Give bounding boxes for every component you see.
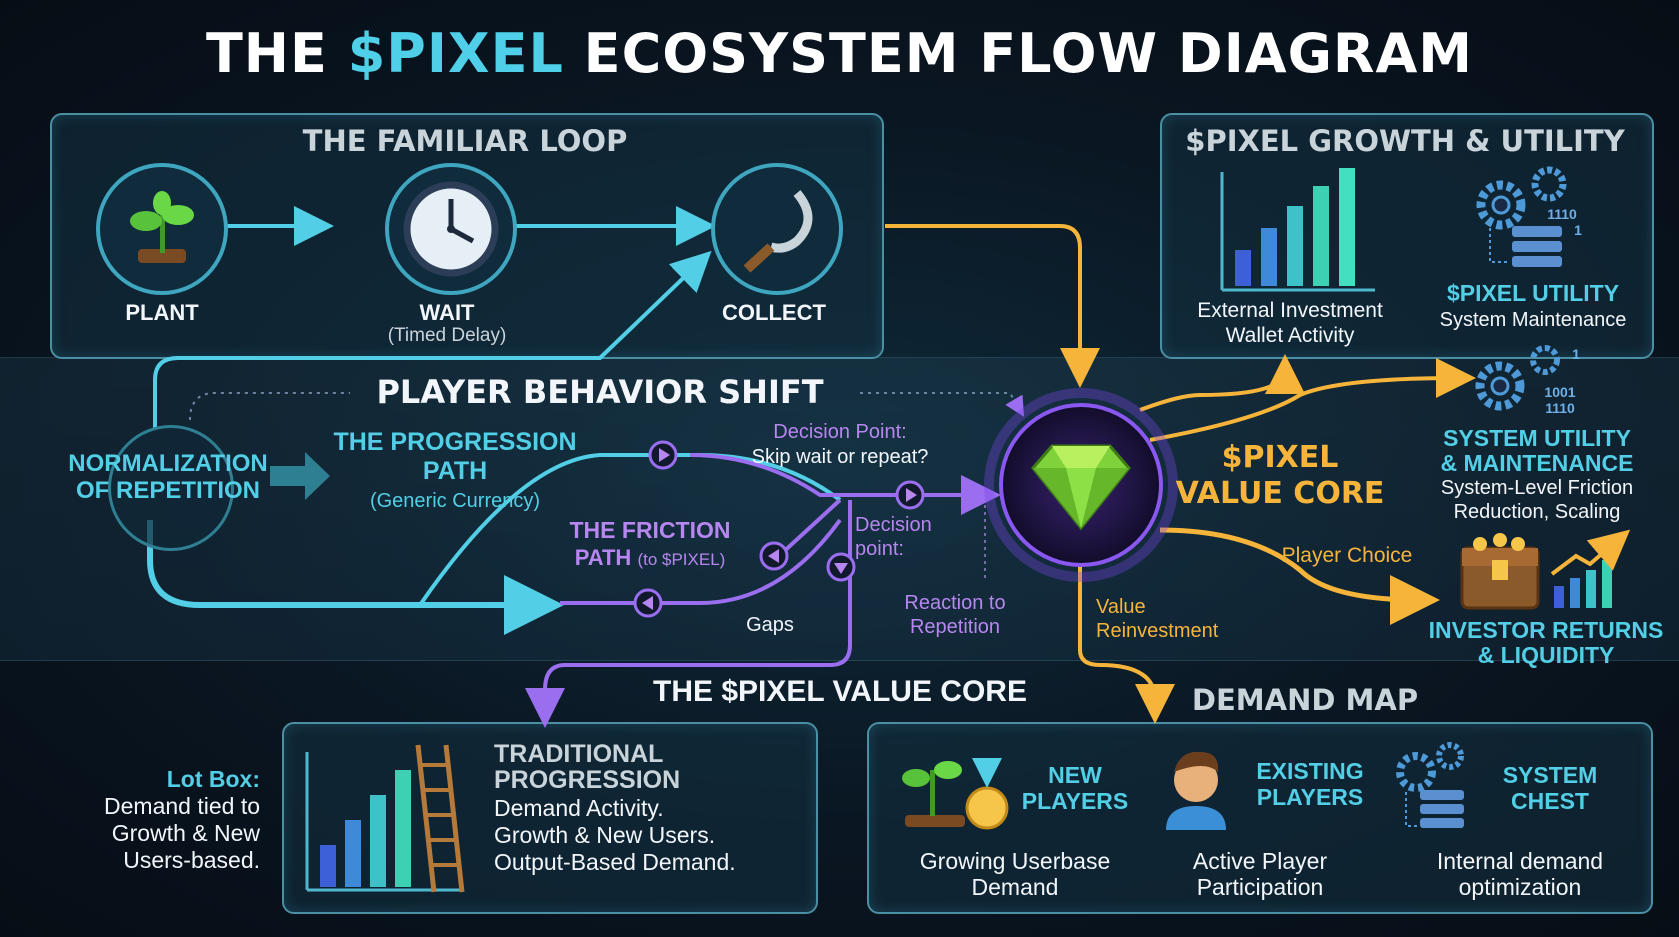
- existing-players-sub-1: Active Player: [1150, 848, 1370, 875]
- collect-icon-circle: [711, 163, 843, 295]
- traditional-title-1: TRADITIONAL: [494, 740, 754, 769]
- system-binary-a: 1: [1566, 346, 1586, 362]
- clock-icon: [389, 167, 513, 291]
- collect-label: COLLECT: [700, 300, 848, 326]
- value-reinvestment-label-2: Reinvestment: [1096, 620, 1256, 643]
- reaction-label-1: Reaction to: [880, 592, 1030, 615]
- sickle-icon: [715, 167, 839, 291]
- new-players-label-1: NEW: [1010, 762, 1140, 789]
- utility-binary-1: 1110: [1538, 206, 1586, 222]
- friction-label-1: THE FRICTION: [550, 517, 750, 544]
- existing-players-label-1: EXISTING: [1240, 758, 1380, 785]
- new-players-sub-1: Growing Userbase: [895, 848, 1135, 875]
- behavior-shift-label: PLAYER BEHAVIOR SHIFT: [360, 373, 840, 411]
- system-utility-sub-2: Reduction, Scaling: [1405, 501, 1669, 524]
- existing-players-label-2: PLAYERS: [1240, 784, 1380, 811]
- value-core-label-2: VALUE CORE: [1170, 476, 1390, 511]
- plant-label: PLANT: [96, 300, 228, 326]
- system-utility-label-1: SYSTEM UTILITY: [1412, 425, 1662, 452]
- existing-players-sub-2: Participation: [1150, 874, 1370, 901]
- normalization-label-2: OF REPETITION: [28, 477, 308, 505]
- gold-core-to-growth: [1140, 370, 1285, 410]
- decision-point-1-label: Decision Point:: [730, 421, 950, 444]
- friction-label-2: PATH (to $PIXEL): [550, 545, 750, 571]
- reaction-label-2: Repetition: [880, 616, 1030, 639]
- traditional-line-3: Output-Based Demand.: [494, 849, 794, 876]
- friction-path-sub: (to $PIXEL): [637, 550, 725, 569]
- lotbox-line-2: Growth & New: [50, 820, 260, 847]
- value-core-label-1: $PIXEL: [1170, 440, 1390, 475]
- normalization-label-1: NORMALIZATION: [28, 450, 308, 478]
- wait-sublabel: (Timed Delay): [360, 325, 534, 347]
- familiar-loop-title: THE FAMILIAR LOOP: [50, 124, 880, 158]
- lotbox-line-1: Demand tied to: [50, 793, 260, 820]
- gold-collect-to-core: [885, 226, 1080, 372]
- decision-point-2-label-1: Decision: [855, 514, 965, 537]
- traditional-title-2: PROGRESSION: [494, 766, 754, 795]
- system-chest-label-2: CHEST: [1480, 788, 1620, 815]
- system-binary-c: 1110: [1536, 400, 1584, 416]
- system-chest-sub-1: Internal demand: [1400, 848, 1640, 875]
- growth-utility-title: $PIXEL GROWTH & UTILITY: [1160, 124, 1650, 158]
- gaps-label: Gaps: [730, 614, 810, 637]
- system-utility-sub-1: System-Level Friction: [1405, 477, 1669, 500]
- lotbox-line-3: Users-based.: [50, 847, 260, 874]
- plant-icon-circle: [96, 163, 228, 295]
- player-choice-label: Player Choice: [1262, 544, 1432, 568]
- investor-returns-label-1: INVESTOR RETURNS: [1416, 617, 1676, 644]
- purple-friction-link: [780, 500, 840, 555]
- traditional-line-2: Growth & New Users.: [494, 822, 794, 849]
- value-reinvestment-label-1: Value: [1096, 596, 1176, 619]
- decision-point-1-question: Skip wait or repeat?: [730, 446, 950, 469]
- system-chest-sub-2: optimization: [1400, 874, 1640, 901]
- new-players-sub-2: Demand: [895, 874, 1135, 901]
- wallet-activity-label: Wallet Activity: [1170, 324, 1410, 348]
- decision-point-2-label-2: point:: [855, 538, 965, 561]
- plant-icon: [100, 167, 224, 291]
- value-core-section-title: THE $PIXEL VALUE CORE: [600, 675, 1080, 709]
- system-chest-label-1: SYSTEM: [1480, 762, 1620, 789]
- progression-sublabel: (Generic Currency): [340, 490, 570, 513]
- wait-icon-circle: [385, 163, 517, 295]
- traditional-line-1: Demand Activity.: [494, 795, 794, 822]
- utility-binary-2: 1: [1568, 222, 1588, 238]
- external-investment-label: External Investment: [1170, 299, 1410, 323]
- progression-label-2: PATH: [320, 457, 590, 486]
- investor-returns-label-2: & LIQUIDITY: [1416, 642, 1676, 669]
- system-maintenance-label: System Maintenance: [1410, 309, 1656, 332]
- behavior-dotted-left: [190, 393, 350, 420]
- behavior-dotted-right: [860, 393, 1020, 410]
- new-players-label-2: PLAYERS: [1010, 788, 1140, 815]
- system-utility-label-2: & MAINTENANCE: [1412, 450, 1662, 477]
- progression-label-1: THE PROGRESSION: [320, 428, 590, 457]
- pixel-utility-title: $PIXEL UTILITY: [1420, 280, 1646, 307]
- demand-map-title: DEMAND MAP: [1150, 683, 1460, 717]
- friction-path-word: PATH: [575, 545, 632, 570]
- lotbox-title: Lot Box:: [70, 766, 260, 793]
- wait-label: WAIT: [380, 300, 514, 326]
- system-binary-b: 1001: [1536, 384, 1584, 400]
